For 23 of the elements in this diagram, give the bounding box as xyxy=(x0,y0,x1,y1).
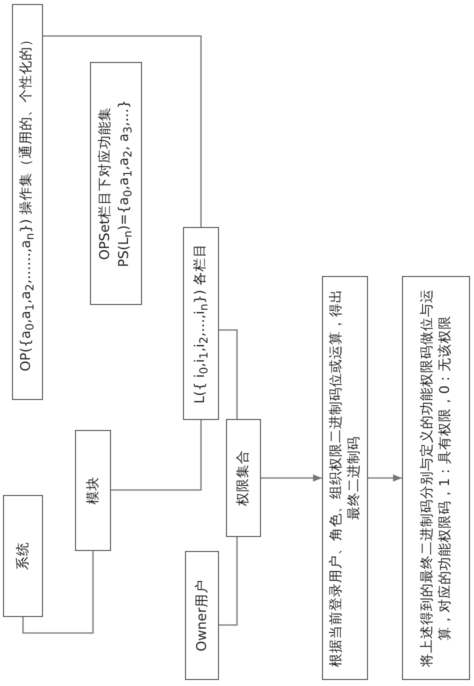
node-label: 模块 xyxy=(84,476,102,504)
connector-line xyxy=(43,35,202,227)
arrow xyxy=(368,474,402,482)
connector-line xyxy=(111,420,202,491)
process-box xyxy=(322,276,368,680)
connector-line xyxy=(219,329,238,419)
process-box xyxy=(3,495,43,617)
node-label: 权限集合 xyxy=(234,450,252,506)
node-label: 系统 xyxy=(14,542,32,570)
process-box xyxy=(185,551,219,680)
process-box xyxy=(183,227,219,420)
connector-line xyxy=(219,537,238,626)
arrow xyxy=(261,474,322,482)
connector-line xyxy=(22,551,94,634)
node-label: 将上述得到的最终二进制码分别与定义的功能权限码做位与运算，对应的功能权限码，1：具有权限，0：无该权限 xyxy=(418,288,454,669)
process-box xyxy=(90,62,142,305)
process-box xyxy=(226,419,261,537)
process-box xyxy=(75,430,111,551)
process-box xyxy=(402,276,470,680)
process-box xyxy=(12,4,43,400)
node-label: Owner用户 xyxy=(192,579,211,652)
node-label: OPSet栏目下对应功能集 xyxy=(96,107,114,260)
node-label: 根据当前登录用户、角色、组织权限二进制码位或运算，得出最终二进制码 xyxy=(326,288,363,669)
